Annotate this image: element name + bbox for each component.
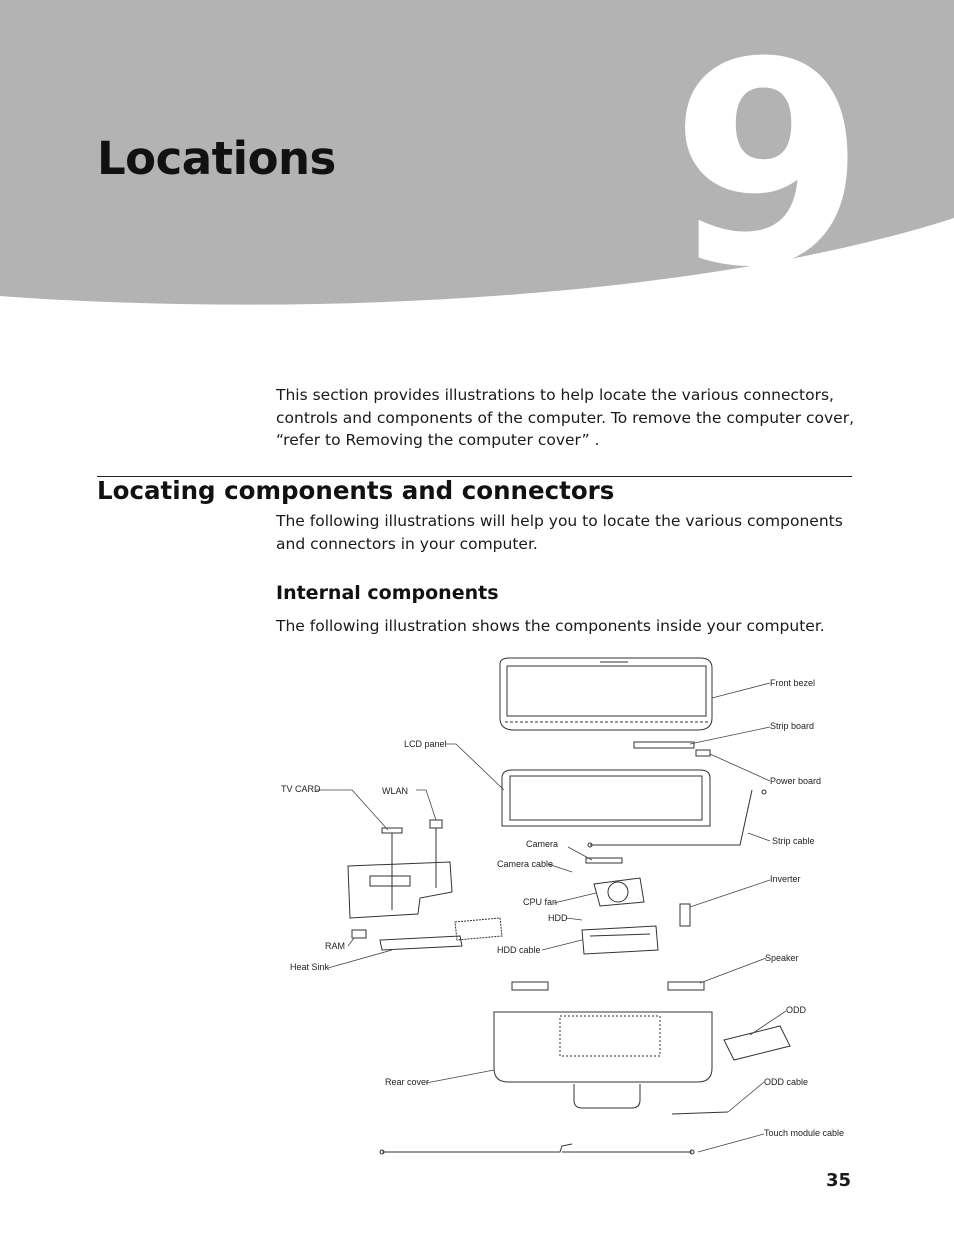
label-rear-cover: Rear cover bbox=[385, 1077, 429, 1087]
page-number: 35 bbox=[826, 1170, 852, 1191]
header-gray-shape bbox=[0, 0, 954, 305]
ram-part bbox=[351, 929, 367, 939]
speaker-left-part bbox=[511, 981, 549, 991]
label-tv-card: TV CARD bbox=[281, 784, 321, 794]
label-camera-cable: Camera cable bbox=[497, 859, 553, 869]
chapter-title: Locations bbox=[97, 132, 336, 185]
front-bezel-part bbox=[499, 657, 713, 731]
tv-card-part bbox=[381, 827, 403, 834]
strip-cable-part bbox=[590, 789, 753, 846]
wlan-card-part bbox=[429, 819, 443, 829]
section-body: The following illustrations will help yo… bbox=[276, 512, 843, 553]
label-odd: ODD bbox=[786, 1005, 807, 1015]
rear-cover-part bbox=[493, 1011, 713, 1109]
lcd-panel-part bbox=[501, 769, 711, 827]
subsection-title: Internal components bbox=[276, 582, 499, 604]
label-cpu-fan: CPU fan bbox=[523, 897, 557, 907]
hdd-part bbox=[581, 925, 659, 955]
section-rule bbox=[97, 476, 852, 477]
camera-part bbox=[585, 857, 623, 864]
subsection-body: The following illustration shows the com… bbox=[276, 617, 825, 635]
label-camera: Camera bbox=[526, 839, 558, 849]
touch-module-cable-part bbox=[382, 1143, 692, 1153]
chapter-header-band: 9 bbox=[0, 0, 954, 320]
label-front-bezel: Front bezel bbox=[770, 678, 815, 688]
section-title: Locating components and connectors bbox=[97, 476, 615, 505]
strip-board-part bbox=[633, 741, 711, 757]
label-heat-sink: Heat Sink bbox=[290, 962, 330, 972]
label-speaker: Speaker bbox=[765, 953, 799, 963]
label-touch-module-cable: Touch module cable bbox=[764, 1128, 844, 1138]
intro-paragraph: This section provides illustrations to h… bbox=[276, 386, 855, 450]
mainboard-part bbox=[347, 828, 453, 919]
cpu-fan-part bbox=[593, 877, 645, 907]
speaker-right-part bbox=[667, 981, 705, 991]
odd-part bbox=[723, 1025, 791, 1061]
label-lcd-panel: LCD panel bbox=[404, 739, 447, 749]
chapter-number: 9 bbox=[671, 3, 866, 320]
inverter-part bbox=[679, 903, 691, 927]
exploded-view-figure: Front bezel Strip board LCD panel Power … bbox=[281, 657, 844, 1155]
label-odd-cable: ODD cable bbox=[764, 1077, 808, 1087]
label-ram: RAM bbox=[325, 941, 345, 951]
label-inverter: Inverter bbox=[770, 874, 801, 884]
label-strip-board: Strip board bbox=[770, 721, 814, 731]
label-wlan: WLAN bbox=[382, 786, 408, 796]
odd-cable-part bbox=[671, 1111, 729, 1115]
label-strip-cable: Strip cable bbox=[772, 836, 815, 846]
label-hdd: HDD bbox=[548, 913, 568, 923]
label-hdd-cable: HDD cable bbox=[497, 945, 541, 955]
heat-sink-part bbox=[379, 917, 503, 951]
label-power-board: Power board bbox=[770, 776, 821, 786]
